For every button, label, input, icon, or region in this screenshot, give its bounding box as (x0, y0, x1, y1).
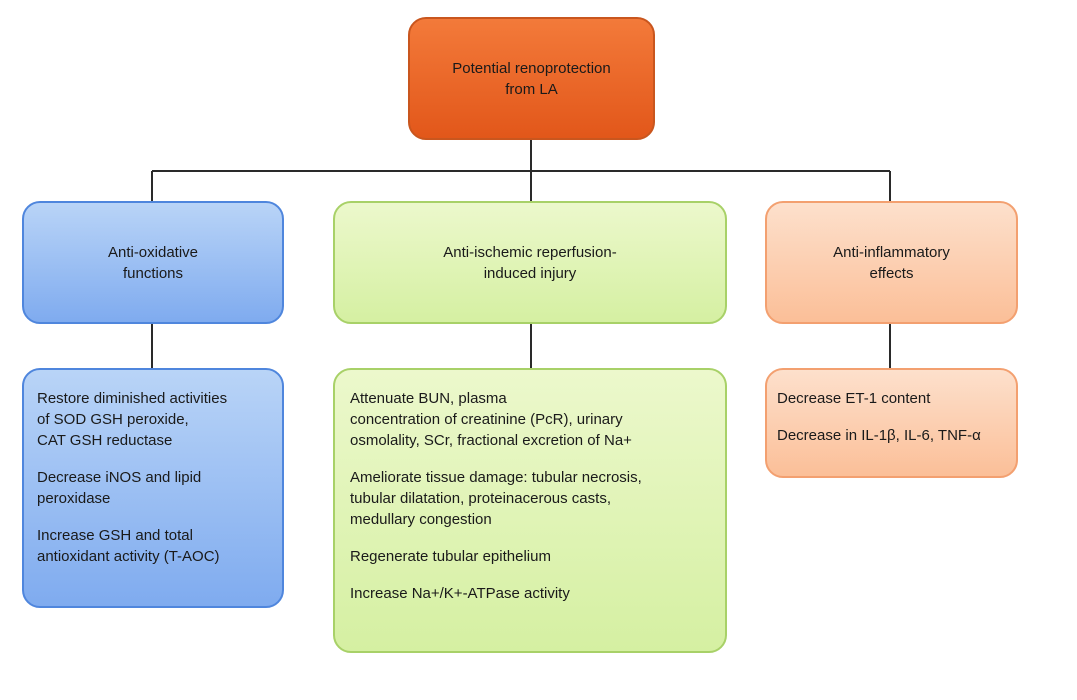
detail-line: Ameliorate tissue damage: tubular necros… (350, 469, 642, 486)
detail-item: Increase Na+/K+-ATPase activity (350, 583, 715, 604)
detail-item: Regenerate tubular epithelium (350, 546, 715, 567)
category-label-line: induced injury (483, 264, 577, 282)
category-anti-inflammatory: Anti-inflammatory effects (765, 201, 1018, 324)
detail-line: Increase GSH and total (37, 527, 193, 544)
root-node: Potential renoprotection from LA (408, 17, 655, 140)
category-label-line: Anti-inflammatory (833, 243, 950, 261)
detail-item: Attenuate BUN, plasma concentration of c… (350, 388, 715, 451)
detail-item: Increase GSH and total antioxidant activ… (37, 525, 272, 567)
detail-item: Restore diminished activities of SOD GSH… (37, 388, 272, 451)
detail-line: Restore diminished activities (37, 390, 228, 407)
detail-item: Decrease iNOS and lipid peroxidase (37, 467, 272, 509)
details-anti-inflammatory: Decrease ET-1 content Decrease in IL-1β,… (765, 368, 1018, 478)
detail-item: Ameliorate tissue damage: tubular necros… (350, 467, 715, 530)
detail-line: Regenerate tubular epithelium (350, 548, 551, 565)
detail-line: tubular dilatation, proteinacerous casts… (350, 490, 611, 507)
detail-line: Decrease ET-1 content (777, 390, 931, 407)
root-label-line: from LA (505, 80, 558, 98)
detail-line: peroxidase (37, 490, 111, 507)
detail-line: Decrease in IL-1β, IL-6, TNF-α (777, 427, 981, 444)
category-anti-oxidative: Anti-oxidative functions (22, 201, 284, 324)
detail-line: osmolality, SCr, fractional excretion of… (350, 432, 632, 449)
detail-line: concentration of creatinine (PcR), urina… (350, 411, 623, 428)
detail-line: Increase Na+/K+-ATPase activity (350, 585, 570, 602)
details-anti-ischemic: Attenuate BUN, plasma concentration of c… (333, 368, 727, 653)
detail-line: medullary congestion (350, 511, 492, 528)
detail-line: of SOD GSH peroxide, (37, 411, 189, 428)
category-label-line: effects (869, 264, 914, 282)
category-label-line: Anti-ischemic reperfusion- (443, 243, 617, 261)
detail-line: Decrease iNOS and lipid (37, 469, 202, 486)
root-label-line: Potential renoprotection (452, 59, 611, 77)
detail-line: CAT GSH reductase (37, 432, 173, 449)
detail-line: Attenuate BUN, plasma (350, 390, 507, 407)
detail-item: Decrease ET-1 content (777, 388, 1008, 409)
detail-line: antioxidant activity (T-AOC) (37, 548, 220, 565)
detail-item: Decrease in IL-1β, IL-6, TNF-α (777, 425, 1008, 446)
category-label-line: functions (122, 264, 184, 282)
details-anti-oxidative: Restore diminished activities of SOD GSH… (22, 368, 284, 608)
category-anti-ischemic: Anti-ischemic reperfusion- induced injur… (333, 201, 727, 324)
category-label-line: Anti-oxidative (107, 243, 199, 261)
